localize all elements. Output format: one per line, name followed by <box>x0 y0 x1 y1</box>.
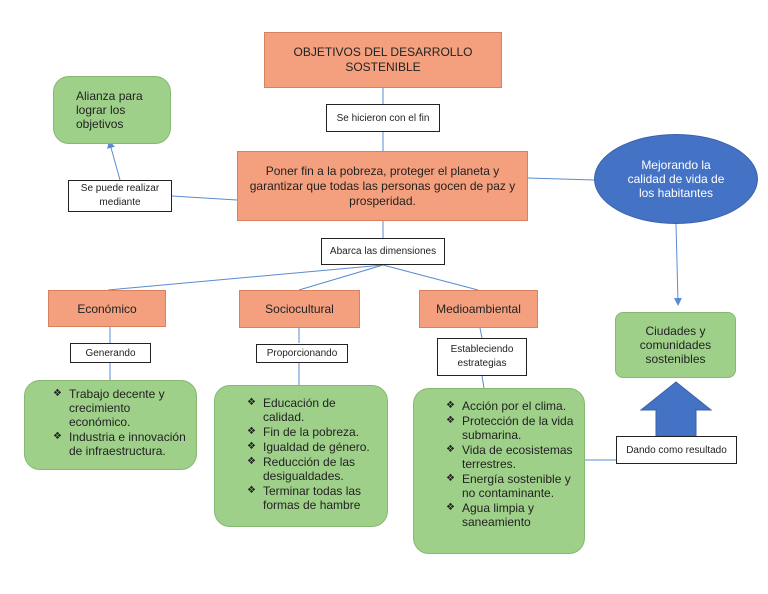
list-item: Educación de calidad. <box>247 396 377 424</box>
medioambiental-list: Acción por el clima. Protección de la vi… <box>446 399 576 530</box>
link-label-generando: Generando <box>70 343 151 363</box>
title-text: OBJETIVOS DEL DESARROLLO SOSTENIBLE <box>293 45 473 74</box>
medioambiental-list-box: Acción por el clima. Protección de la vi… <box>413 388 585 554</box>
link-label-mediante: Se puede realizar mediante <box>68 180 172 212</box>
list-item: Agua limpia y saneamiento <box>446 501 576 529</box>
alianza-box: Alianza para lograr los objetivos <box>53 76 171 144</box>
economico-list-box: Trabajo decente y crecimiento económico.… <box>24 380 197 470</box>
sociocultural-list-box: Educación de calidad. Fin de la pobreza.… <box>214 385 388 527</box>
dimension-sociocultural: Sociocultural <box>239 290 360 328</box>
list-item: Protección de la vida submarina. <box>446 414 576 442</box>
link-label-estableciendo: Estableciendo estrategias <box>437 338 527 376</box>
center-text: Poner fin a la pobreza, proteger el plan… <box>249 163 516 208</box>
dimension-medioambiental: Medioambiental <box>419 290 538 328</box>
list-item: Energía sostenible y no contaminante. <box>446 472 576 500</box>
link-label-dimensiones: Abarca las dimensiones <box>321 238 445 265</box>
center-box: Poner fin a la pobreza, proteger el plan… <box>237 151 528 221</box>
dimension-economico: Económico <box>48 290 166 327</box>
ciudades-box: Ciudades y comunidades sostenibles <box>615 312 736 378</box>
link-label-resultado: Dando como resultado <box>616 436 737 464</box>
up-arrow-icon <box>639 381 713 437</box>
title-box: OBJETIVOS DEL DESARROLLO SOSTENIBLE <box>264 32 502 88</box>
link-label-fin: Se hicieron con el fin <box>326 104 440 132</box>
list-item: Igualdad de género. <box>247 440 377 454</box>
list-item: Terminar todas las formas de hambre <box>247 484 377 512</box>
economico-list: Trabajo decente y crecimiento económico.… <box>53 387 186 459</box>
list-item: Vida de ecosistemas terrestres. <box>446 443 576 471</box>
list-item: Acción por el clima. <box>446 399 576 413</box>
list-item: Trabajo decente y crecimiento económico. <box>53 387 186 429</box>
mejorando-ellipse: Mejorando la calidad de vida de los habi… <box>594 134 758 224</box>
list-item: Fin de la pobreza. <box>247 425 377 439</box>
list-item: Reducción de las desigualdades. <box>247 455 377 483</box>
sociocultural-list: Educación de calidad. Fin de la pobreza.… <box>247 396 377 513</box>
list-item: Industria e innovación de infraestructur… <box>53 430 186 458</box>
link-label-proporcionando: Proporcionando <box>256 344 348 363</box>
